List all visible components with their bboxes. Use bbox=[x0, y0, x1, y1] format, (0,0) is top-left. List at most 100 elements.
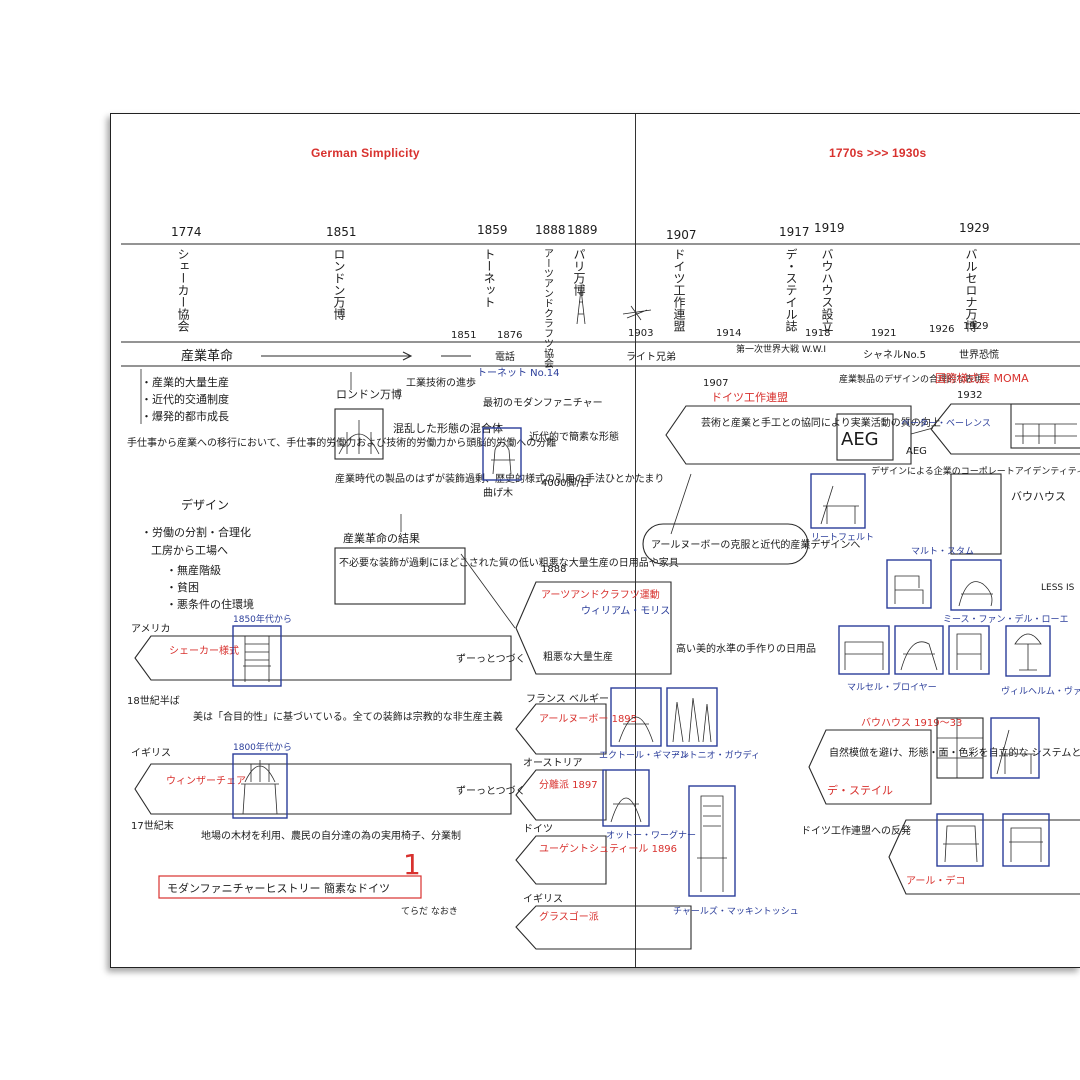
crystal-palace-sketch bbox=[338, 420, 380, 455]
rietveld-chair-box bbox=[810, 473, 866, 529]
mies-chair-sketch bbox=[958, 581, 993, 607]
windsor-date: 1800年代から bbox=[233, 741, 292, 753]
moma-box bbox=[930, 403, 1080, 455]
destijl-title: デ・ステイル bbox=[827, 783, 893, 797]
arts-crafts-box bbox=[515, 581, 672, 675]
footer-title: モダンファニチャーヒストリー 簡素なドイツ bbox=[167, 881, 390, 895]
label-london-expo: ロンドン万博 bbox=[332, 248, 346, 320]
timeline-top-labels: シェーカー協会 ロンドン万博 トーネット アーツアンドクラフツ協会 パリ万博 ド… bbox=[176, 248, 978, 369]
deco-chair-2-box bbox=[1002, 813, 1050, 867]
glasgow-label: グラスゴー派 bbox=[539, 910, 599, 923]
year-1921: 1921 bbox=[871, 328, 896, 339]
poverty-2: ・貧困 bbox=[166, 581, 199, 594]
bauhaus-title: バウハウス bbox=[1011, 490, 1066, 503]
red-blue-chair-box bbox=[990, 717, 1040, 779]
connector-5 bbox=[910, 427, 934, 435]
england-row-box bbox=[134, 763, 512, 815]
london-expo-note: ロンドン万博 bbox=[336, 388, 402, 401]
year-1859: 1859 bbox=[477, 223, 508, 237]
book-spread: German Simplicity 1770s >>> 1930s 1774 1… bbox=[110, 113, 1080, 968]
thonet-title: トーネット No.14 bbox=[477, 367, 560, 379]
guimard-name: エクトール・ギマール bbox=[599, 750, 689, 761]
signature: てらだ なおき bbox=[401, 906, 458, 917]
year-1851: 1851 bbox=[326, 225, 357, 239]
timeline-top-years: 1774 1851 1859 1888 1889 1907 1917 1919 … bbox=[171, 221, 990, 242]
industrial-revolution-label: 産業革命 bbox=[181, 348, 233, 364]
label-destijl: デ・ステイル誌 bbox=[784, 248, 798, 332]
aeg-desc: デザインによる企業のコーポレートアイデンティティー bbox=[871, 465, 1080, 477]
art-nouveau-label: アールヌーボー 1895 bbox=[539, 713, 637, 725]
shaker-chair-box bbox=[232, 625, 282, 687]
moma-title: 国際様式展 MOMA bbox=[935, 371, 1029, 385]
bullet-1: ・産業的大量生産 bbox=[141, 375, 229, 389]
bent-wood: 曲げ木 bbox=[483, 487, 513, 499]
moma-year: 1932 bbox=[957, 390, 982, 401]
moma-building-sketch bbox=[1015, 423, 1077, 444]
left-page-heading: German Simplicity bbox=[311, 146, 420, 160]
year-1919: 1919 bbox=[814, 221, 845, 235]
art-nouveau-box bbox=[515, 703, 607, 755]
mackintosh-name: チャールズ・マッキントッシュ bbox=[673, 905, 799, 917]
breuer-name: マルセル・ブロイヤー bbox=[847, 681, 937, 693]
label-bauhaus-founding: バウハウス設立 bbox=[820, 248, 834, 332]
left-notes: ・産業的大量生産 ・近代的交通制度 ・爆発的都市成長 手仕事から産業への移行にお… bbox=[127, 375, 556, 611]
year-1889: 1889 bbox=[567, 223, 598, 237]
decoration-note: 産業時代の製品のはずが装飾過剰、歴史的様式の引用の手法ひとかたまり bbox=[335, 472, 664, 485]
wagenfeld-lamp-sketch bbox=[1014, 633, 1042, 671]
france-label: フランス ベルギー bbox=[526, 693, 609, 705]
year-1876: 1876 bbox=[497, 330, 522, 341]
thonet-chair-sketch bbox=[491, 441, 515, 475]
label-werkbund: ドイツ工作連盟 bbox=[672, 248, 686, 332]
gaudi-chair-box bbox=[666, 687, 718, 747]
label-paris-expo: パリ万博 bbox=[572, 248, 586, 296]
lessis-note: LESS IS bbox=[1041, 583, 1075, 593]
mies-name: ミース・ファン・デル・ローエ bbox=[943, 613, 1069, 625]
bauhaus-years: バウハウス 1919〜33 bbox=[861, 717, 962, 729]
jugendstil-box bbox=[515, 835, 607, 885]
america-label: アメリカ bbox=[131, 623, 171, 635]
wagner-chair-sketch bbox=[610, 797, 642, 823]
mart-stam-name: マルト・スタム bbox=[911, 546, 974, 557]
breuer-chair-2-box bbox=[894, 625, 944, 675]
thonet-desc: 近代的で簡素な形態 bbox=[529, 430, 619, 443]
shaker-chair-sketch bbox=[243, 636, 271, 682]
label-shaker: シェーカー協会 bbox=[176, 248, 190, 333]
year-1907-note: 1907 bbox=[703, 378, 728, 389]
rietveld-name: リートフェルト bbox=[811, 533, 874, 543]
continues-2: ずーっとつづく bbox=[456, 785, 526, 797]
year-1888-top: 1888 bbox=[535, 223, 566, 237]
morris-desc: 粗悪な大量生産 bbox=[543, 650, 613, 663]
ir-result-box bbox=[334, 547, 466, 605]
aalto-bubble-text: アールヌーボーの克服と近代的産業デザインへ bbox=[651, 538, 860, 551]
poverty-3: ・悪条件の住環境 bbox=[166, 597, 254, 611]
hand-drawn-timeline-sketch: 1774 1851 1859 1888 1889 1907 1917 1919 … bbox=[121, 221, 1080, 950]
glasgow-box bbox=[515, 905, 692, 950]
year-1903: 1903 bbox=[628, 328, 653, 339]
deco-chair-1-sketch bbox=[943, 825, 979, 863]
confused-note: 混乱した形態の混合体 bbox=[393, 421, 503, 435]
thonet-chair-box bbox=[482, 427, 522, 481]
nature-desc: 自然模倣を避け、形態・面・色彩を自立的な システムとしてとらえる bbox=[829, 746, 1080, 759]
label-wright: ライト兄弟 bbox=[626, 351, 676, 363]
aeg-logo-box bbox=[836, 413, 894, 461]
mondrian-sketch-box bbox=[936, 717, 984, 779]
deco-chair-2-sketch bbox=[1009, 827, 1043, 862]
austria-label: オーストリア bbox=[523, 757, 583, 769]
deco-chair-1-box bbox=[936, 813, 984, 867]
ir-result-title: 産業革命の結果 bbox=[343, 531, 420, 545]
breuer-chair-1-box bbox=[838, 625, 890, 675]
mart-stam-chair-sketch bbox=[894, 575, 924, 604]
connector-3 bbox=[460, 553, 516, 629]
timeline-bottom-labels: 電話 ライト兄弟 第一次世界大戦 W.W.I シャネルNo.5 世界恐慌 bbox=[495, 343, 999, 363]
windsor-desc: 地場の木材を利用、農民の自分達の為の実用椅子、分業制 bbox=[201, 829, 461, 842]
timeline-bottom-years: 1851 1876 1903 1914 1918 1921 1926 1929 bbox=[451, 321, 988, 341]
year-1907-top: 1907 bbox=[666, 228, 697, 242]
year-1929-top: 1929 bbox=[959, 221, 990, 235]
breuer-chair-3-sketch bbox=[956, 633, 982, 670]
crystal-palace-sketch-box bbox=[334, 408, 384, 460]
label-arts-crafts: アーツアンドクラフツ協会 bbox=[542, 248, 554, 369]
label-thonet: トーネット bbox=[482, 248, 496, 308]
year-1851-bottom: 1851 bbox=[451, 330, 476, 341]
gaudi-chair-sketch bbox=[672, 697, 712, 743]
wagner-chair-box bbox=[602, 769, 650, 827]
